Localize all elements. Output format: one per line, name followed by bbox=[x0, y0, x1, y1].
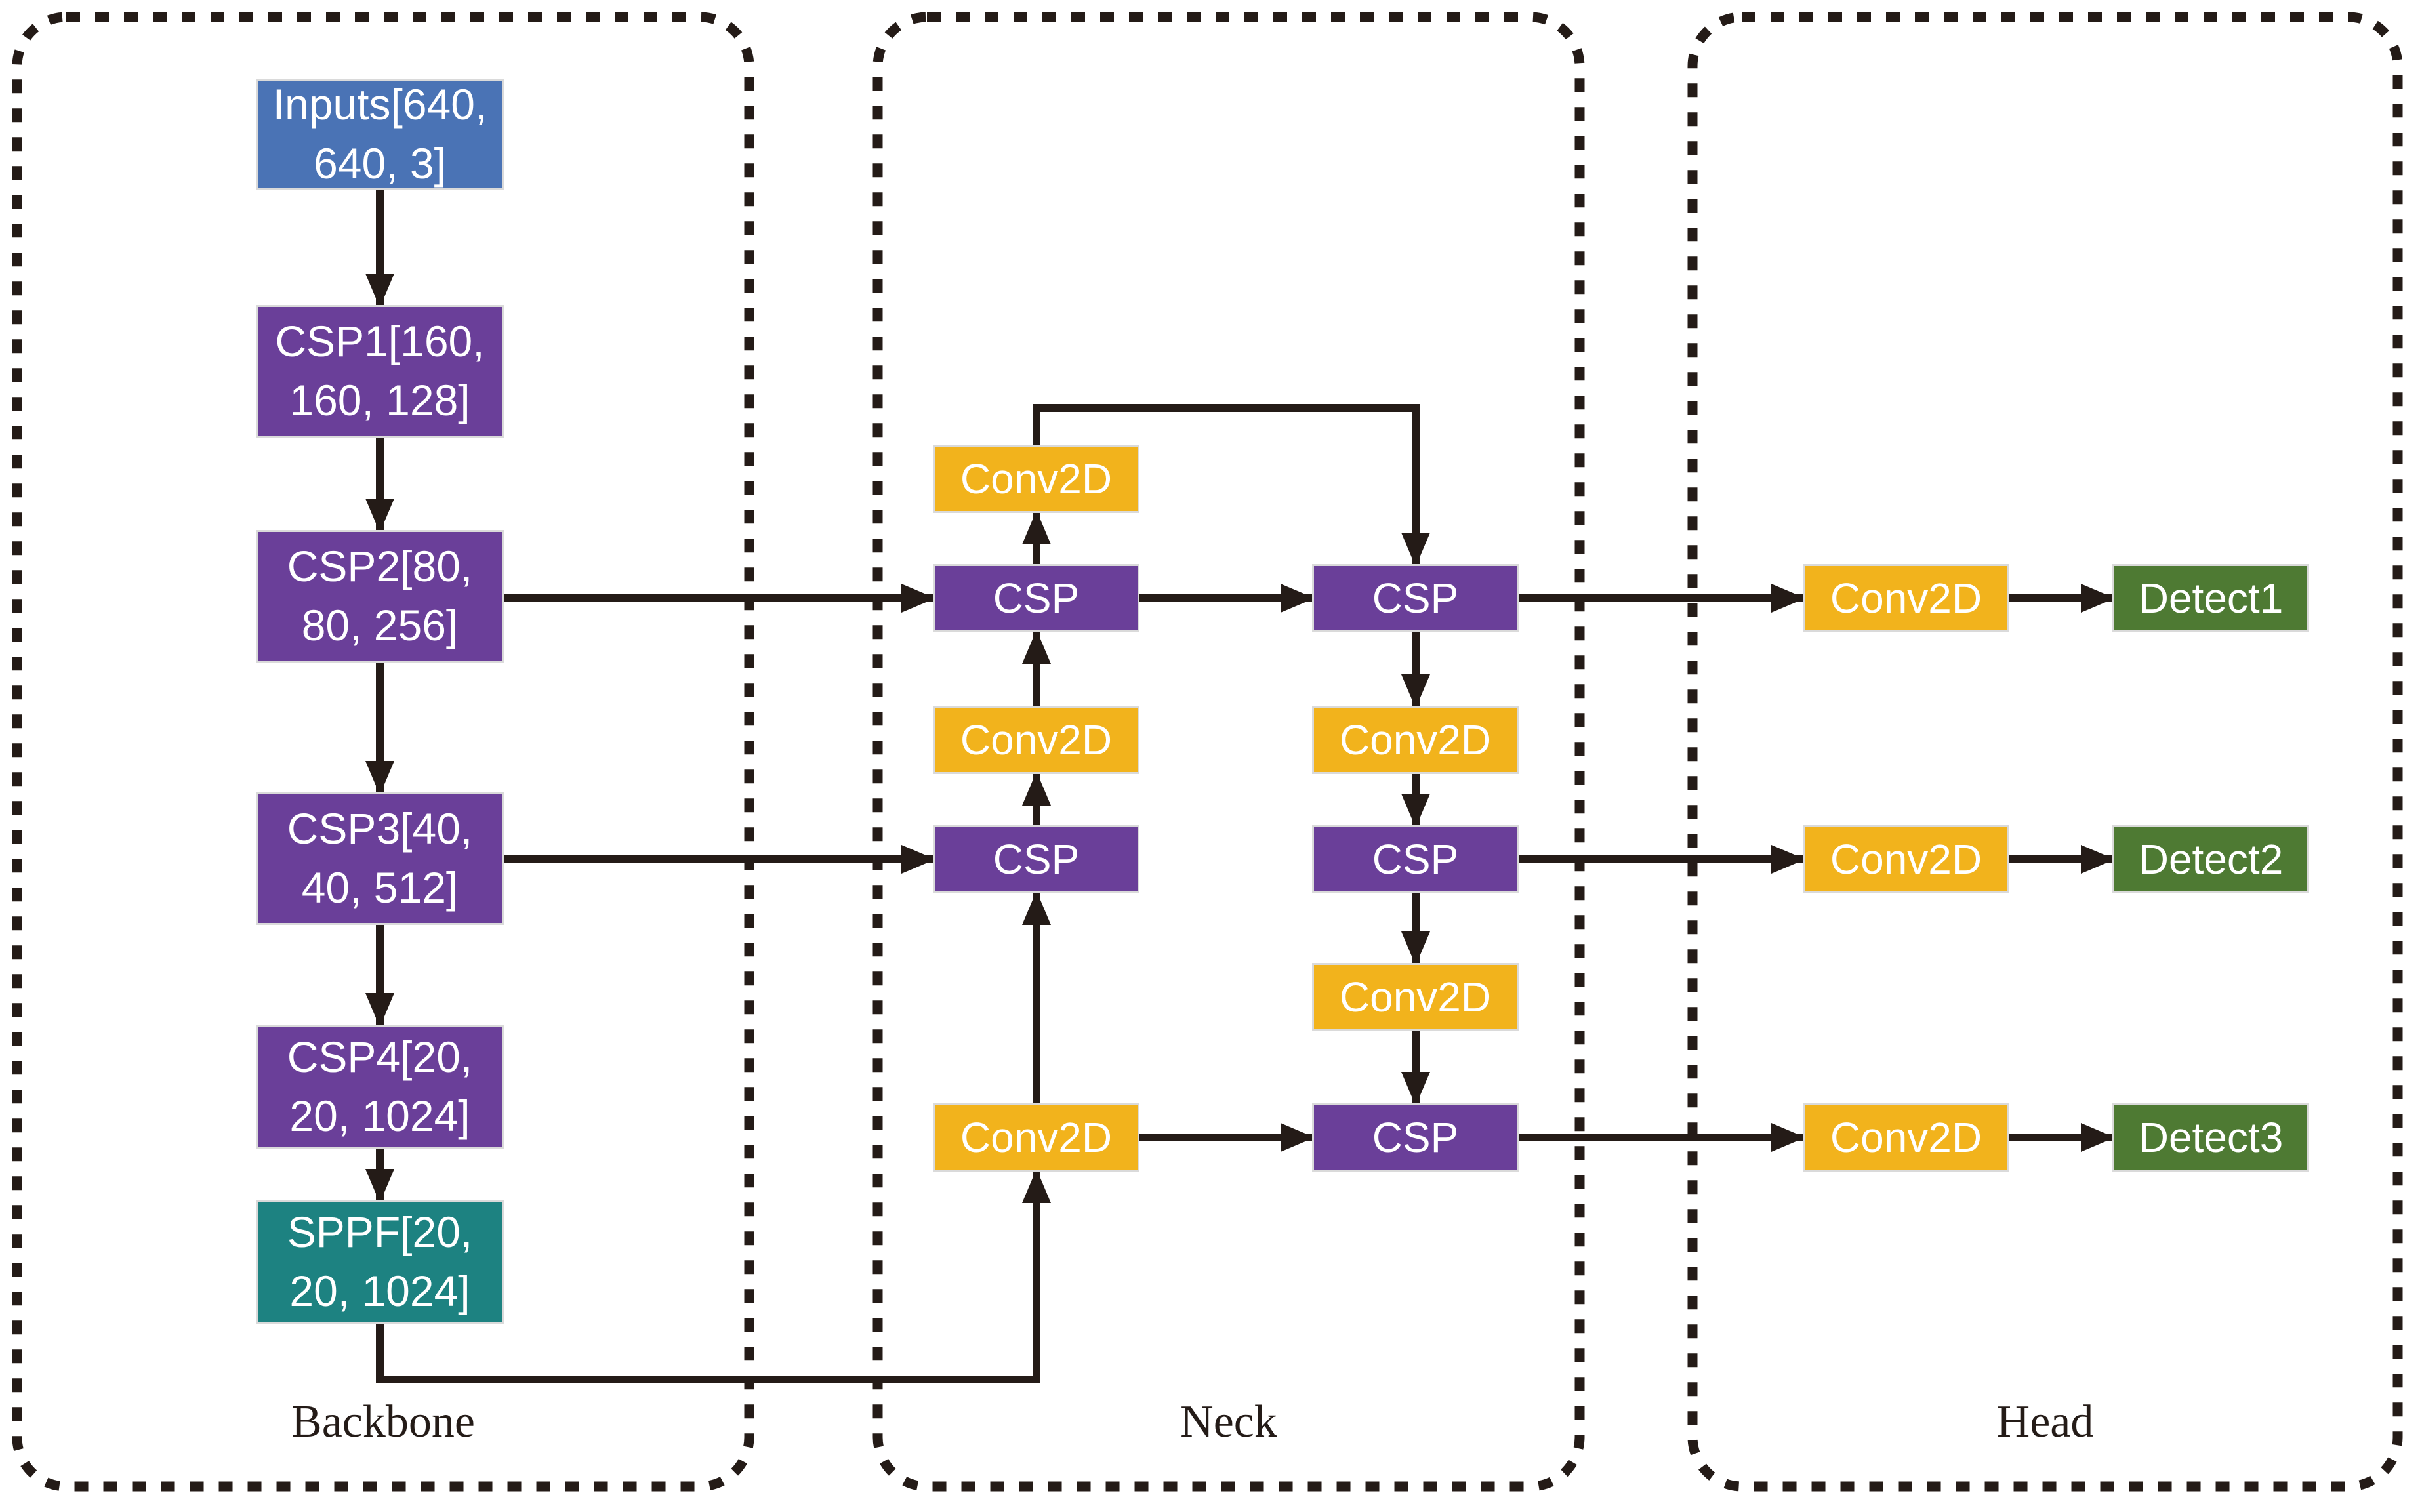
node-head-conv2d-3: Conv2D bbox=[1803, 1103, 2009, 1172]
node-detect3: Detect3 bbox=[2112, 1103, 2309, 1172]
backbone-group-label: Backbone bbox=[291, 1397, 475, 1447]
node-sppf-line2: 20, 1024] bbox=[289, 1267, 470, 1315]
node-csp3: CSP3[40, 40, 512] bbox=[256, 792, 504, 925]
node-detect2: Detect2 bbox=[2112, 825, 2309, 893]
backbone-group-box bbox=[12, 12, 754, 1492]
node-inputs: Inputs[640, 640, 3] bbox=[256, 79, 504, 190]
node-csp3-line2: 40, 512] bbox=[301, 863, 459, 912]
node-csp1-line1: CSP1[160, bbox=[275, 317, 485, 366]
node-csp2-line1: CSP2[80, bbox=[287, 542, 473, 591]
neck-group-label: Neck bbox=[1180, 1397, 1277, 1447]
node-csp3-line1: CSP3[40, bbox=[287, 804, 473, 853]
node-neck-conv2d-right-upper: Conv2D bbox=[1312, 706, 1519, 774]
node-csp2-line2: 80, 256] bbox=[301, 601, 459, 649]
node-detect1: Detect1 bbox=[2112, 564, 2309, 632]
node-neck-csp-right-upper: CSP bbox=[1312, 564, 1519, 632]
node-neck-csp-right-bottom: CSP bbox=[1312, 1103, 1519, 1172]
arrow-sppf-to-neck-conv bbox=[376, 1169, 1051, 1383]
node-inputs-line2: 640, 3] bbox=[314, 139, 446, 188]
node-csp4-line1: CSP4[20, bbox=[287, 1032, 473, 1081]
node-csp4: CSP4[20, 20, 1024] bbox=[256, 1025, 504, 1149]
node-sppf: SPPF[20, 20, 1024] bbox=[256, 1200, 504, 1324]
node-csp2: CSP2[80, 80, 256] bbox=[256, 530, 504, 663]
node-neck-conv2d-right-lower: Conv2D bbox=[1312, 963, 1519, 1031]
node-sppf-line1: SPPF[20, bbox=[287, 1208, 473, 1257]
node-neck-conv2d-bottom: Conv2D bbox=[933, 1103, 1139, 1172]
node-neck-csp-left-upper: CSP bbox=[933, 564, 1139, 632]
node-head-conv2d-2: Conv2D bbox=[1803, 825, 2009, 893]
head-group-box bbox=[1687, 12, 2403, 1492]
head-group-label: Head bbox=[1996, 1397, 2094, 1447]
node-csp1: CSP1[160, 160, 128] bbox=[256, 305, 504, 438]
node-neck-csp-left-lower: CSP bbox=[933, 825, 1139, 893]
node-neck-csp-right-mid: CSP bbox=[1312, 825, 1519, 893]
node-neck-conv2d-top: Conv2D bbox=[933, 445, 1139, 513]
neck-group-box bbox=[872, 12, 1585, 1492]
node-csp4-line2: 20, 1024] bbox=[289, 1091, 470, 1140]
arrow-neck-conv-top-to-csp-ru bbox=[1033, 404, 1430, 567]
node-head-conv2d-1: Conv2D bbox=[1803, 564, 2009, 632]
node-csp1-line2: 160, 128] bbox=[289, 376, 470, 424]
node-neck-conv2d-left-mid: Conv2D bbox=[933, 706, 1139, 774]
node-inputs-line1: Inputs[640, bbox=[272, 80, 487, 129]
